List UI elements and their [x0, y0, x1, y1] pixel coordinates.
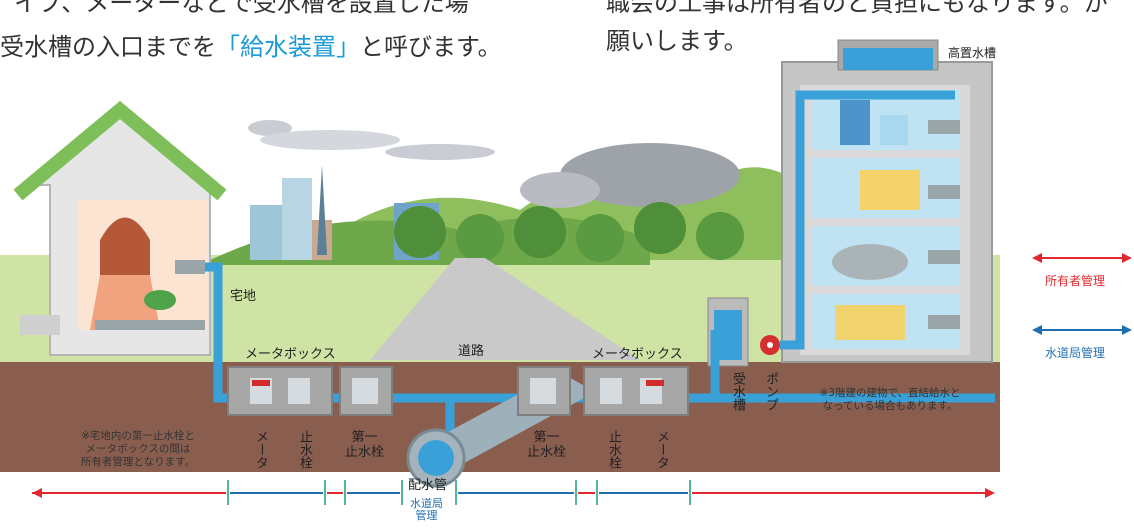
header-right-line1: 職会の工事は所有者のと負担にもなります。か	[606, 0, 1108, 17]
legend-bureau-label: 水道局管理	[1045, 346, 1106, 360]
note-right: ※3階建の建物で、直結給水と なっている場合もあります。	[819, 387, 961, 412]
legend-bureau-arrow	[1032, 325, 1132, 335]
label-meter-box-right: メータボックス	[592, 347, 683, 362]
label-meter-box-left: メータボックス	[245, 347, 336, 362]
label-daiichi-shisuisen-left: 第一 止水栓	[345, 430, 385, 460]
label-takuchi: 宅地	[230, 289, 257, 304]
kyusui-souchi-highlight: 「給水装置」	[216, 33, 360, 61]
label-meter-right: メータ	[654, 430, 669, 469]
label-koukisuisou: 高置水槽	[948, 46, 997, 60]
header-left-line2-after: と呼びます。	[360, 33, 502, 61]
label-haisuikan: 配水管	[408, 478, 448, 493]
label-daiichi-shisuisen-right: 第一 止水栓	[527, 430, 567, 460]
label-jusuisou: 受水槽	[730, 372, 745, 411]
label-pump: ポンプ	[763, 372, 778, 411]
label-shisuisen-right: 止水栓	[606, 430, 621, 469]
label-shisuisen-left: 止水栓	[297, 430, 312, 469]
header-left-line2-before: 受水槽の入口までを	[0, 33, 216, 61]
note-left: ※宅地内の第一止水栓と メータボックスの間は 所有者管理となります。	[80, 430, 196, 468]
legend-owner-arrow	[1032, 253, 1132, 263]
header-left-line2: 受水槽の入口までを「給水装置」と呼びます。	[0, 30, 502, 64]
header-left-line1: イプ、メーターなどで受水槽を設置した場	[14, 0, 469, 17]
label-suidokyoku-kanri: 水道局 管理	[410, 497, 443, 522]
bottom-management-scale	[32, 480, 995, 505]
label-meter-left: メータ	[253, 430, 268, 469]
label-road: 道路	[458, 344, 485, 359]
header-right-line2: 願いします。	[606, 27, 748, 55]
legend-owner-label: 所有者管理	[1045, 274, 1106, 288]
